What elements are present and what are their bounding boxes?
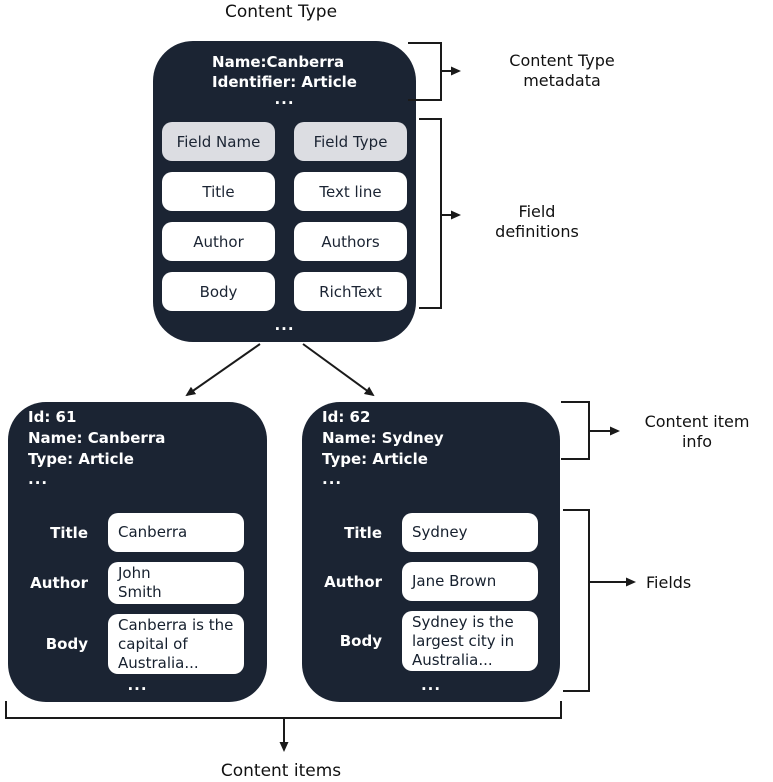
content-type-name-line: Name:Canberra: [212, 53, 345, 71]
field-label: Title: [344, 523, 382, 542]
field-label: Author: [30, 574, 88, 592]
field-type-cell: Text line: [294, 172, 407, 211]
field-value: Canberra is the capital of Australia...: [108, 614, 244, 674]
item-info-ellipsis: ...: [28, 470, 49, 488]
item-id-line: Id: 61: [28, 408, 77, 426]
item-id-line: Id: 62: [322, 408, 371, 426]
item-type-line: Type: Article: [322, 450, 428, 468]
field-label: Title: [50, 523, 88, 542]
field-row-body: Body Sydney is the largest city in Austr…: [302, 611, 560, 671]
field-value: Sydney: [402, 513, 538, 552]
field-name-cell: Author: [162, 222, 275, 261]
item-name-line: Name: Canberra: [28, 429, 166, 447]
item-info-bracket: [561, 401, 590, 460]
content-item-card-sydney: Id: 62 Name: Sydney Type: Article ... Ti…: [302, 402, 560, 702]
field-row-title: Title Canberra: [8, 513, 267, 552]
arrow-to-left-item: [185, 343, 261, 397]
item-fields-ellipsis: ...: [420, 676, 442, 694]
content-item-info-block: Id: 62 Name: Sydney Type: Article ...: [302, 402, 560, 488]
item-fields-ellipsis: ...: [127, 676, 148, 694]
field-type-header-cell: Field Type: [294, 122, 407, 161]
field-row-author: Author Jane Brown: [302, 562, 560, 601]
item-fields: Title Sydney Author Jane Brown Body Sydn…: [302, 513, 560, 671]
content-type-title: Content Type: [224, 2, 338, 22]
field-value: John Smith: [108, 562, 244, 604]
field-value: Canberra: [108, 513, 244, 552]
field-value: Sydney is the largest city in Australia.…: [402, 611, 538, 671]
field-value: Jane Brown: [402, 562, 538, 601]
field-name-cell: Body: [162, 272, 275, 311]
content-type-card: Name:Canberra Identifier: Article ... Fi…: [153, 41, 416, 342]
field-type-cell: RichText: [294, 272, 407, 311]
field-row-author: Author John Smith: [8, 562, 267, 604]
content-items-bracket: [5, 701, 562, 719]
item-info-ellipsis: ...: [322, 470, 343, 488]
field-label: Body: [45, 635, 88, 653]
field-definitions-table: Field Name Field Type Title Text line Au…: [162, 122, 407, 311]
metadata-bracket: [408, 42, 442, 101]
field-label: Author: [324, 572, 382, 591]
content-item-card-canberra: Id: 61 Name: Canberra Type: Article ... …: [8, 402, 267, 702]
field-name-cell: Title: [162, 172, 275, 211]
content-item-info-label: Content item info: [644, 412, 750, 451]
content-type-metadata-block: Name:Canberra Identifier: Article ...: [153, 41, 416, 107]
arrow-to-right-item: [302, 343, 375, 397]
field-row-title: Title Sydney: [302, 513, 560, 552]
content-type-identifier-line: Identifier: Article: [212, 73, 357, 91]
content-items-label: Content items: [220, 761, 342, 781]
field-type-cell: Authors: [294, 222, 407, 261]
fields-bracket: [563, 509, 590, 692]
field-definitions-ellipsis: ...: [274, 316, 295, 334]
field-definitions-label: Field definitions: [495, 202, 579, 241]
item-name-line: Name: Sydney: [322, 429, 444, 447]
content-item-info-block: Id: 61 Name: Canberra Type: Article ...: [8, 402, 267, 488]
metadata-ellipsis: ...: [274, 90, 295, 108]
field-name-header-cell: Field Name: [162, 122, 275, 161]
item-type-line: Type: Article: [28, 450, 134, 468]
field-label: Body: [339, 632, 382, 650]
field-row-body: Body Canberra is the capital of Australi…: [8, 614, 267, 674]
item-fields: Title Canberra Author John Smith Body Ca…: [8, 513, 267, 674]
fields-label: Fields: [646, 573, 692, 592]
content-type-metadata-label: Content Type metadata: [509, 51, 615, 90]
field-definitions-bracket: [419, 118, 442, 309]
